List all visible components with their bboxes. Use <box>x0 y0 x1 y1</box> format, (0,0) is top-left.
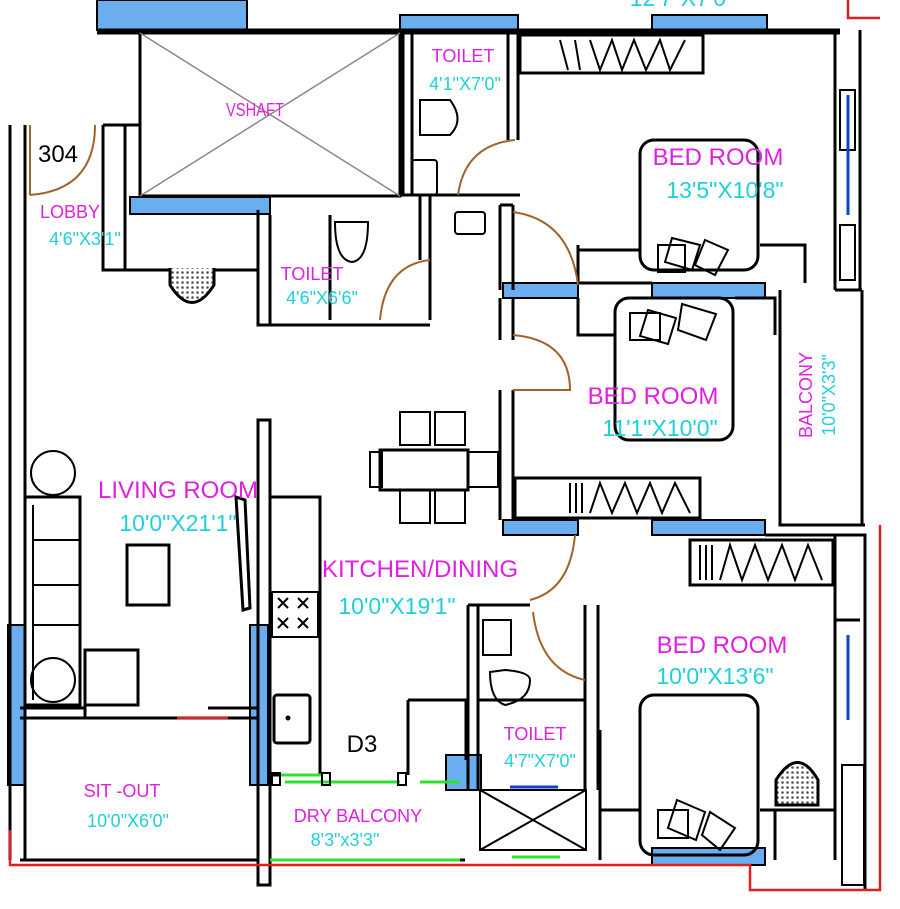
toilet-mid-dim: 4'6"X6'6" <box>286 288 358 308</box>
living-room-label: LIVING ROOM <box>98 477 258 504</box>
lobby-label: LOBBY <box>40 202 100 222</box>
walls <box>8 28 867 890</box>
vshaft-label: VSHAFT <box>226 100 284 120</box>
plot-boundary <box>8 0 882 892</box>
balcony-label: BALCONY <box>796 352 816 438</box>
sit-out-label: SIT -OUT <box>84 781 161 801</box>
bedroom-3-dim: 10'0"X13'6" <box>656 663 773 689</box>
toilet-top-label: TOILET <box>432 46 495 66</box>
sit-out-dim: 10'0"X6'0" <box>87 811 169 831</box>
door-tag-d3: D3 <box>347 731 378 758</box>
unit-number: 304 <box>38 141 78 168</box>
toilet-bottom-label: TOILET <box>504 724 567 744</box>
bedroom-1-dim: 13'5"X10'8" <box>666 177 783 203</box>
lobby-dim: 4'6"X3'1" <box>49 229 121 249</box>
bedroom-2-dim: 11'1"X10'0" <box>602 415 718 441</box>
balcony-dim: 10'0"X3'3" <box>819 354 839 436</box>
dry-balcony-dim: 8'3"x3'3" <box>311 830 380 850</box>
toilet-bottom-dim: 4'7"X7'0" <box>504 751 576 771</box>
kitchen-dining-dim: 10'0"X19'1" <box>338 593 455 619</box>
top-room-dim: 12'7"X7'0" <box>630 0 734 11</box>
bedroom-1-label: BED ROOM <box>653 144 784 171</box>
toilet-top-dim: 4'1"X7'0" <box>429 74 501 94</box>
sliding-doors <box>270 772 560 862</box>
dry-balcony-label: DRY BALCONY <box>294 806 422 826</box>
furniture <box>23 99 820 857</box>
living-room-dim: 10'0"X21'1" <box>119 510 236 536</box>
bedroom-3-label: BED ROOM <box>657 632 788 659</box>
room-labels: 12'7"X7'0" VSHAFT TOILET 4'1"X7'0" BED R… <box>38 0 839 850</box>
door-swings <box>29 124 586 681</box>
kitchen-dining-label: KITCHEN/DINING <box>322 556 518 583</box>
toilet-mid-label: TOILET <box>281 264 344 284</box>
bedroom-2-label: BED ROOM <box>588 383 719 410</box>
